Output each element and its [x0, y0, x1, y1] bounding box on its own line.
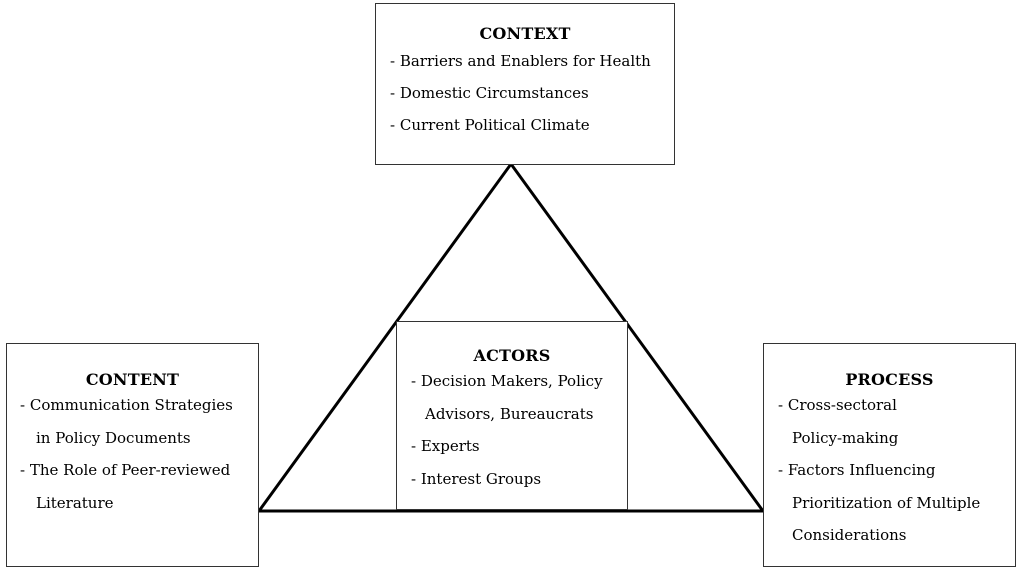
actors-item-continuation: Advisors, Bureaucrats	[425, 404, 594, 423]
actors-item: - Experts	[411, 437, 480, 455]
actors-title: ACTORS	[473, 346, 551, 365]
process-item-continuation: Considerations	[792, 526, 907, 544]
process-box: PROCESS - Cross-sectoral Policy-making -…	[763, 343, 1016, 567]
policy-triangle	[256, 161, 766, 513]
context-item: - Barriers and Enablers for Health	[390, 52, 651, 70]
context-item: - Domestic Circumstances	[390, 84, 589, 102]
content-item-continuation: Literature	[36, 493, 114, 512]
content-item-continuation: in Policy Documents	[36, 428, 191, 447]
content-item: - Communication Strategies	[20, 396, 233, 414]
process-item-continuation: Policy-making	[792, 428, 899, 447]
actors-box: ACTORS - Decision Makers, Policy Advisor…	[396, 321, 628, 510]
context-list: - Barriers and Enablers for Health - Dom…	[390, 45, 674, 141]
process-item: - Factors Influencing	[778, 461, 936, 479]
context-item: - Current Political Climate	[390, 116, 590, 134]
actors-item: - Interest Groups	[411, 469, 542, 488]
process-item-continuation: Prioritization of Multiple	[792, 493, 981, 512]
context-title: CONTEXT	[479, 24, 571, 43]
actors-list: - Decision Makers, Policy Advisors, Bure…	[411, 365, 627, 495]
content-item: - The Role of Peer-reviewed	[20, 461, 231, 479]
process-title: PROCESS	[845, 370, 934, 389]
content-list: - Communication Strategies in Policy Doc…	[20, 389, 258, 519]
content-title: CONTENT	[85, 370, 180, 389]
process-list: - Cross-sectoral Policy-making - Factors…	[778, 389, 1015, 552]
actors-item: - Decision Makers, Policy	[411, 372, 603, 390]
content-box: CONTENT - Communication Strategies in Po…	[6, 343, 259, 567]
context-box: CONTEXT - Barriers and Enablers for Heal…	[375, 3, 675, 165]
process-item: - Cross-sectoral	[778, 396, 897, 414]
